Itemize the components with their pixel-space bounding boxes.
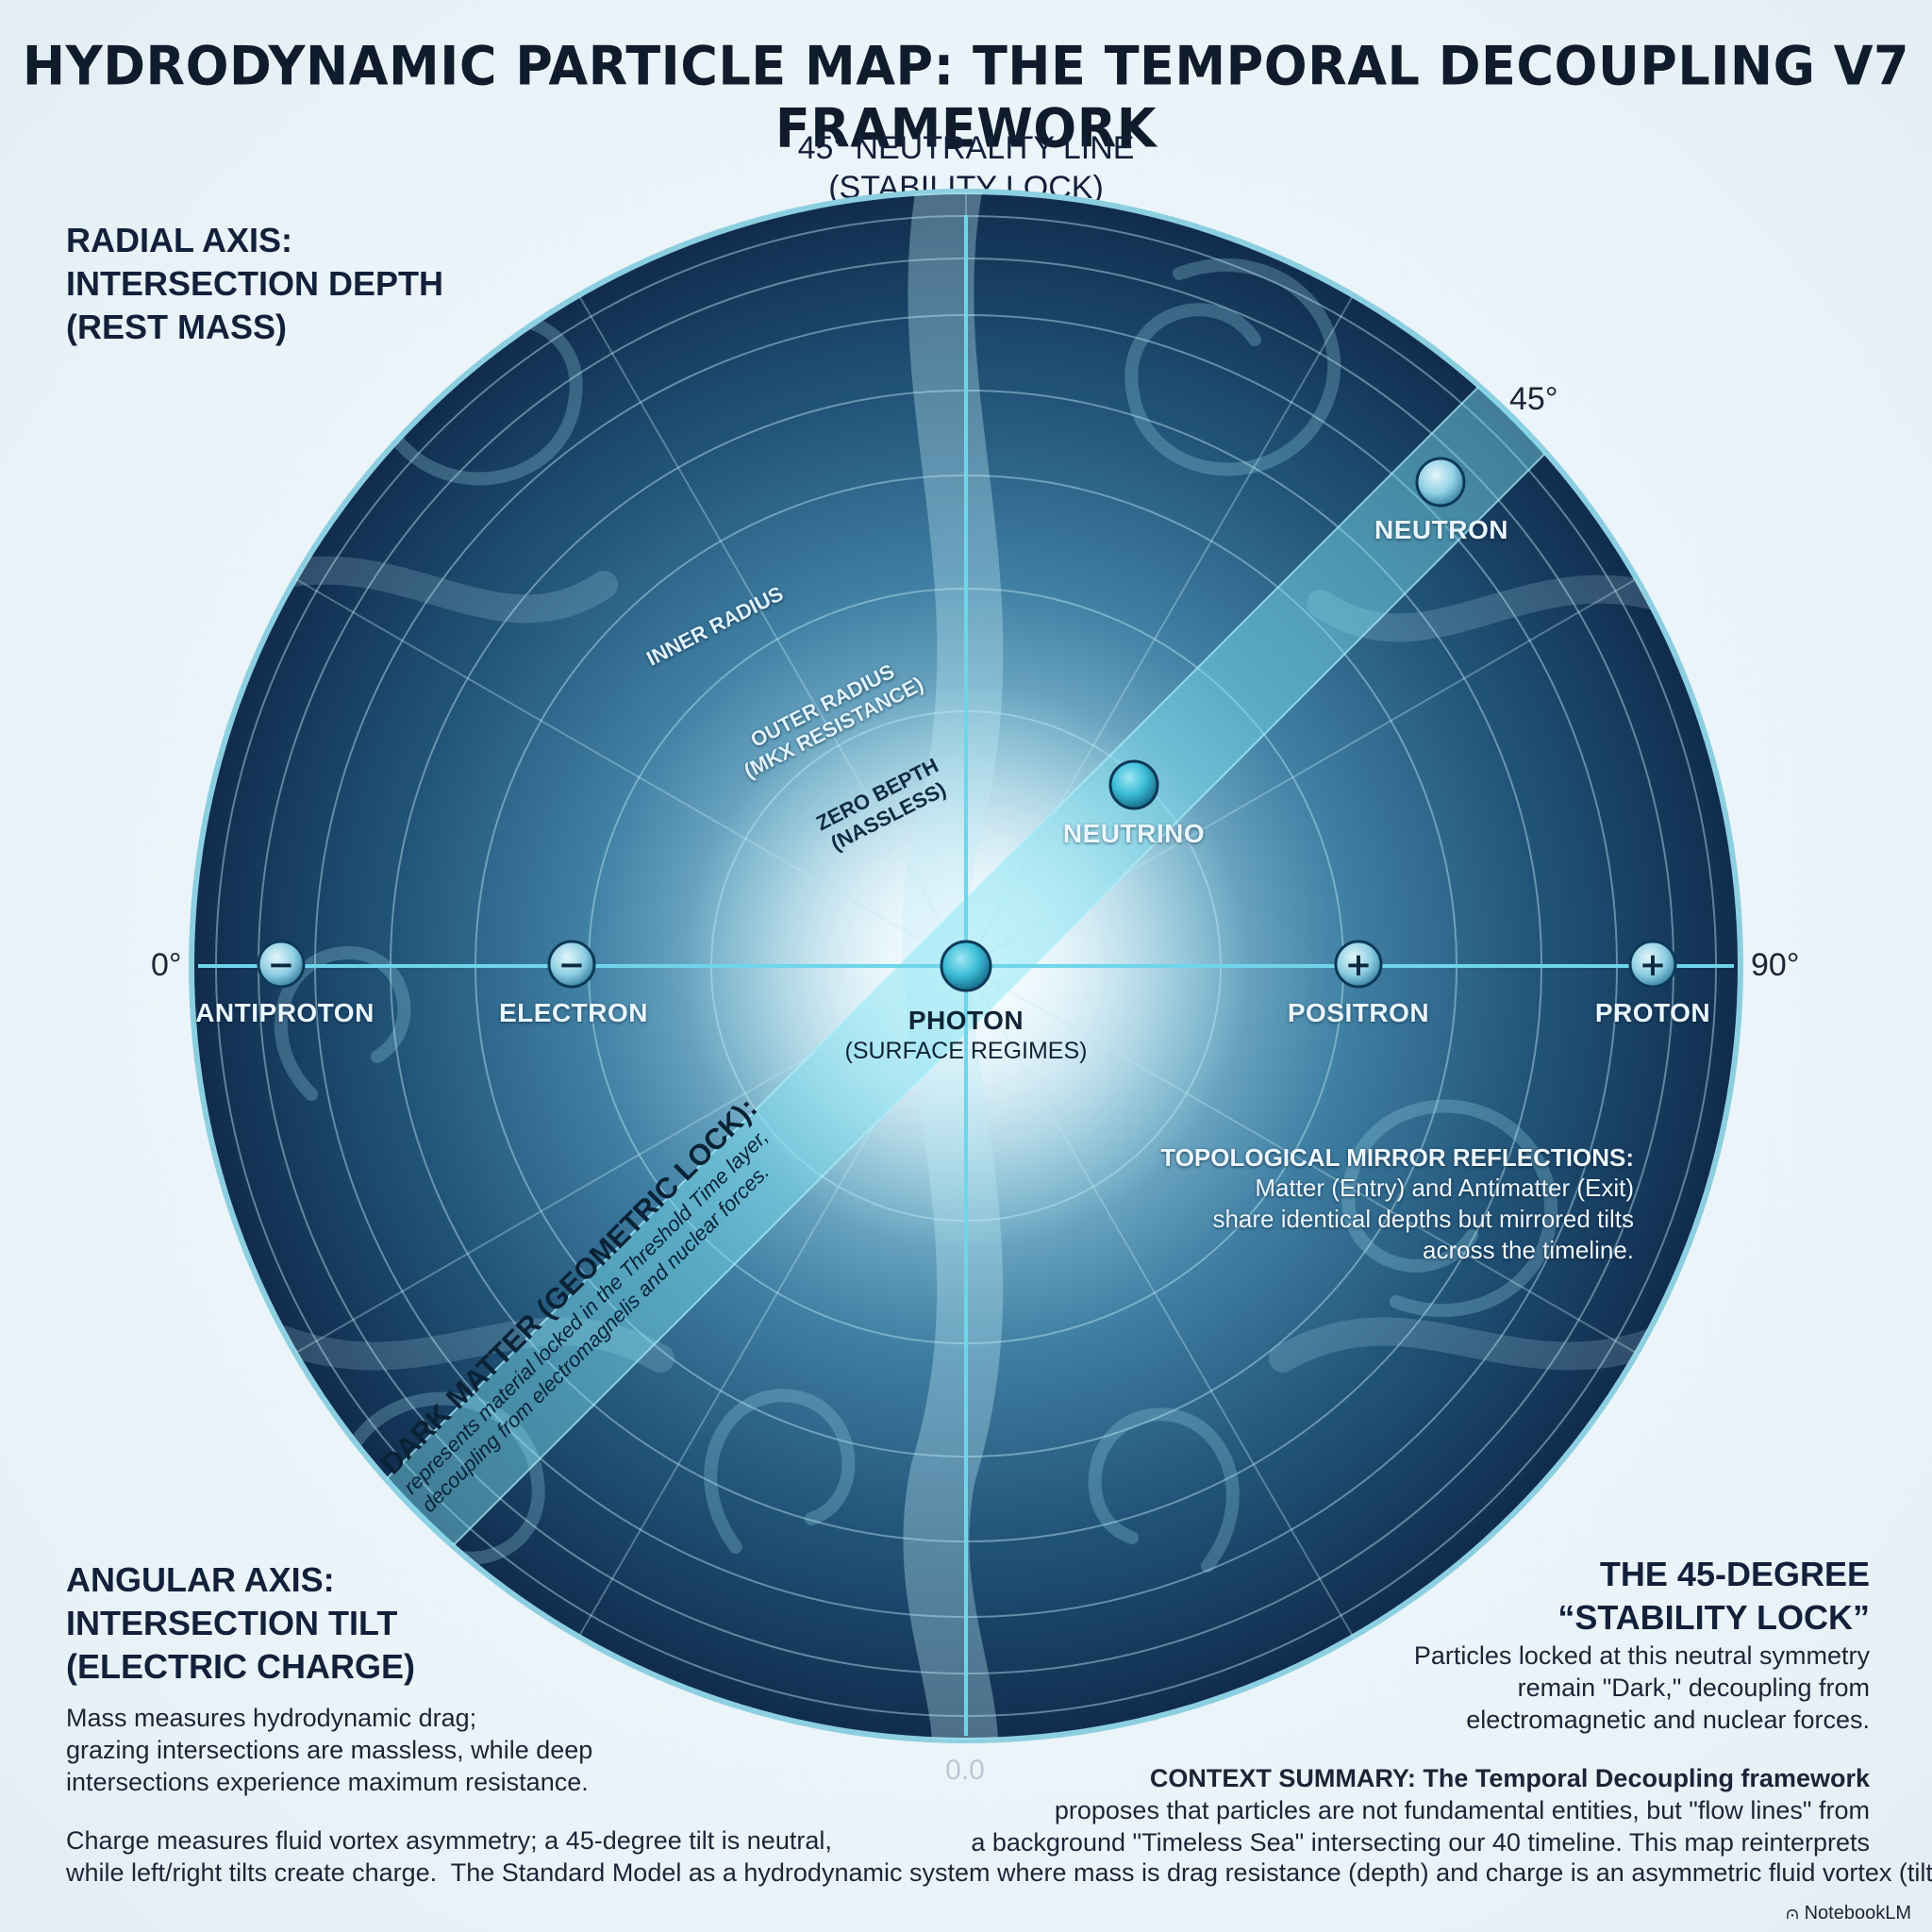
charge-signs: − − + +: [268, 946, 1667, 984]
origin-zero-label: 0.0: [945, 1755, 985, 1786]
proton-marker: [1628, 940, 1677, 989]
angle-label-90: 90°: [1751, 947, 1800, 983]
flow-column: [902, 192, 1004, 1740]
charge-description: Charge measures fluid vortex asymmetry; …: [66, 1826, 832, 1855]
context-heading: CONTEXT SUMMARY: The Temporal Decoupling…: [1149, 1764, 1870, 1792]
neutron-marker: [1415, 457, 1466, 508]
particle-markers: [257, 457, 1677, 992]
antiproton-marker: [257, 940, 306, 989]
photon-marker: [940, 940, 992, 992]
antiproton-label: ANTIPROTON: [195, 998, 375, 1027]
proton-label: PROTON: [1594, 998, 1711, 1027]
positron-marker: [1334, 940, 1383, 989]
antiproton-sign: −: [268, 946, 295, 984]
mirror-reflections-note: TOPOLOGICAL MIRROR REFLECTIONS: Matter (…: [1160, 1143, 1634, 1264]
brand-label: ⩀ NotebookLM: [1786, 1903, 1911, 1924]
angular-axis-label: ANGULAR AXIS: INTERSECTION TILT (ELECTRI…: [66, 1560, 415, 1686]
neutrino-label: NEUTRINO: [1062, 819, 1206, 848]
angle-label-0: 0°: [151, 947, 182, 983]
positron-label: POSITRON: [1287, 998, 1430, 1027]
angle-label-45: 45°: [1509, 381, 1558, 417]
positron-sign: +: [1345, 946, 1373, 984]
electron-marker: [547, 940, 596, 989]
notebook-icon: ⩀: [1786, 1903, 1800, 1924]
electron-label: ELECTRON: [499, 998, 648, 1027]
bottom-line: while left/right tilts create charge. Th…: [66, 1858, 1932, 1887]
photon-sublabel: (SURFACE REGIMES): [844, 1038, 1088, 1064]
proton-sign: +: [1640, 946, 1667, 984]
electron-sign: −: [558, 946, 586, 984]
stability-lock-description: Particles locked at this neutral symmetr…: [1413, 1641, 1870, 1734]
photon-label: PHOTON: [908, 1006, 1024, 1035]
mass-description: Mass measures hydrodynamic drag; grazing…: [66, 1704, 593, 1796]
angle-spokes: [275, 192, 1657, 1657]
stability-lock-block: THE 45-DEGREE “STABILITY LOCK” Particles…: [1132, 1553, 1870, 1736]
neutron-label: NEUTRON: [1374, 515, 1508, 544]
context-summary: CONTEXT SUMMARY: The Temporal Decoupling…: [849, 1762, 1870, 1858]
stability-lock-heading: THE 45-DEGREE “STABILITY LOCK”: [1557, 1555, 1870, 1637]
neutrino-marker: [1108, 759, 1159, 810]
radial-axis-label: RADIAL AXIS: INTERSECTION DEPTH (REST MA…: [66, 221, 444, 346]
angular-axis-block: ANGULAR AXIS: INTERSECTION TILT (ELECTRI…: [66, 1558, 592, 1798]
page-title: HYDRODYNAMIC PARTICLE MAP: THE TEMPORAL …: [22, 34, 1910, 160]
